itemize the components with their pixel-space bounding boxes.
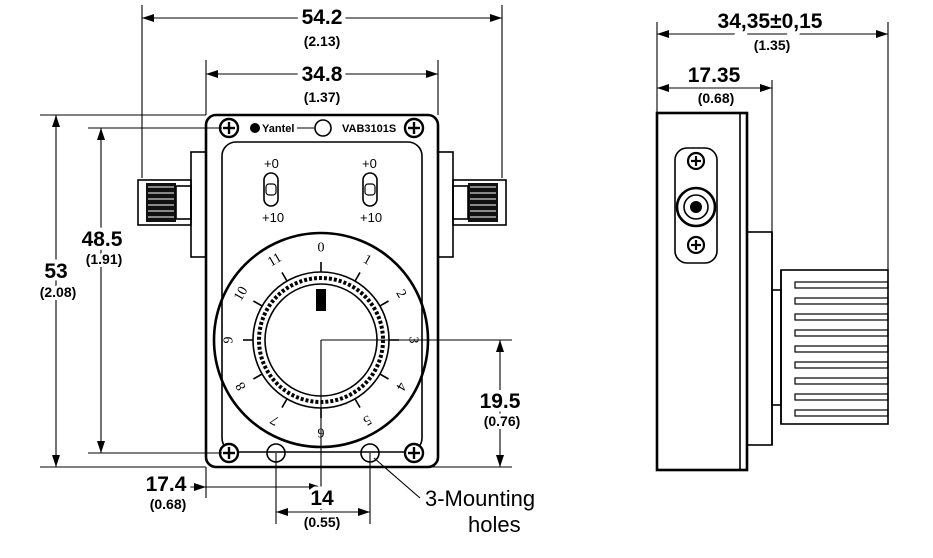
dial-number: 9: [222, 337, 237, 344]
dial-number: 10: [231, 284, 251, 304]
dim-side-depth: 34,35±0,15: [718, 10, 823, 33]
dial-number: 4: [392, 379, 408, 393]
screw-icon: [218, 442, 240, 464]
logo-icon: [250, 123, 260, 133]
knob-groove: [794, 313, 889, 321]
screw-icon: [686, 235, 706, 255]
left-sma-connector: [137, 179, 192, 226]
switch-right-bottom: +10: [360, 210, 382, 225]
dim-side-body-depth-inch: (0.68): [698, 90, 735, 106]
dim-overall-width-inch: (2.13): [304, 33, 341, 49]
dial-tick: [253, 300, 263, 307]
dial-number: 11: [265, 250, 284, 270]
mounting-callout-line1: 3-Mounting: [425, 486, 535, 511]
front-body: [204, 113, 440, 469]
knob-indicator: [316, 289, 326, 311]
dial-number: 5: [360, 411, 374, 427]
dim-overall-width: 54.2: [302, 6, 343, 29]
switch-left: [263, 172, 279, 207]
dial-tick: [379, 300, 389, 307]
knob-groove: [794, 361, 889, 369]
dim-hole-spacing: 14: [310, 487, 334, 510]
left-flange: [190, 151, 207, 258]
top-hole: [314, 119, 332, 137]
dial-number: 1: [360, 252, 374, 268]
dial-number: 8: [233, 379, 249, 393]
switch-right-top: +0: [362, 156, 377, 171]
dim-body-height: 48.5: [82, 228, 123, 251]
side-spacer: [746, 231, 773, 446]
knob-groove: [794, 345, 889, 353]
screw-icon: [686, 151, 706, 171]
dim-body-height-inch: (1.91): [86, 251, 123, 267]
dial-number: 2: [392, 287, 408, 301]
front-dimensions: 54.2 (2.13) 34.8 (1.37) 53 (2.08) 48.5 (…: [37, 2, 535, 537]
dim-hole-spacing-inch: (0.55): [304, 514, 341, 530]
screw-icon: [218, 117, 240, 139]
knob-groove: [794, 393, 889, 401]
brand-label: Yantel: [262, 123, 294, 135]
dim-knob-offset: 17.4: [146, 473, 187, 496]
screw-icon: [403, 442, 425, 464]
dim-overall-height: 53: [44, 260, 67, 283]
dim-side-depth-inch: (1.35): [754, 37, 791, 53]
dim-body-width-inch: (1.37): [304, 89, 341, 105]
dim-side-body-depth: 17.35: [688, 64, 741, 87]
side-knob: [771, 269, 889, 425]
screw-icon: [403, 117, 425, 139]
model-label: VAB3101S: [342, 123, 396, 135]
right-flange: [437, 151, 454, 258]
dial-tick: [354, 272, 361, 282]
dim-knob-height: 19.5: [480, 390, 521, 413]
knob-groove: [794, 409, 889, 417]
dim-body-width: 34.8: [302, 63, 343, 86]
dim-overall-height-inch: (2.08): [40, 284, 77, 300]
dial-tick: [281, 398, 288, 408]
dim-knob-offset-inch: (0.68): [150, 496, 187, 512]
knob-groove: [794, 281, 889, 289]
side-connector: [674, 147, 718, 264]
switch-left-bottom: +10: [262, 210, 284, 225]
side-dimensions: 34,35±0,15 (1.35) 17.35 (0.68): [656, 6, 889, 270]
knob-groove: [794, 297, 889, 305]
front-view: Yantel VAB3101S +0 +10 +0 +10 0123456789…: [137, 113, 507, 469]
knob-groove: [794, 329, 889, 337]
dial-tick: [354, 398, 361, 408]
dial-number: 7: [268, 411, 282, 427]
right-sma-connector: [452, 179, 507, 226]
dial-number: 0: [318, 241, 325, 256]
dim-knob-height-inch: (0.76): [484, 413, 521, 429]
side-view: [655, 111, 889, 472]
switch-right: [362, 172, 378, 207]
dial-tick: [379, 373, 389, 380]
dial-tick: [281, 272, 288, 282]
switch-left-top: +0: [264, 156, 279, 171]
mounting-callout-line2: holes: [468, 512, 521, 537]
dial-tick: [253, 373, 263, 380]
knob-groove: [794, 377, 889, 385]
